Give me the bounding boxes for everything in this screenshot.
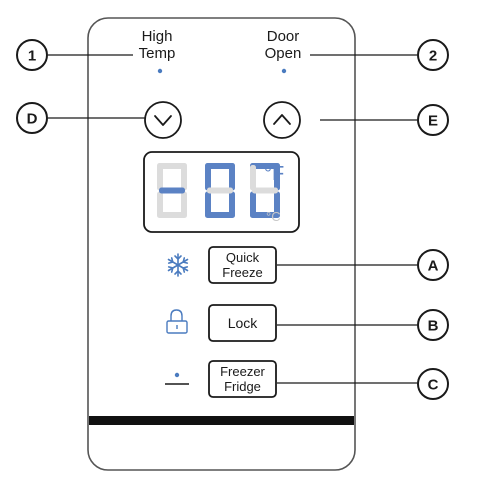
callout-label-a: A <box>428 258 439 275</box>
display-digit <box>250 163 280 218</box>
segment-e-on <box>250 191 256 216</box>
callout-e: E <box>417 104 449 136</box>
segment-c-on <box>229 191 235 216</box>
callout-label-d: D <box>27 111 38 128</box>
quick-freeze-label-line1: Quick <box>226 250 260 265</box>
callout-1: 1 <box>16 39 48 71</box>
lock-button[interactable]: Lock <box>208 304 277 342</box>
door-open-led-icon <box>281 68 287 74</box>
up-button[interactable] <box>263 101 301 139</box>
segment-b-on <box>274 165 280 191</box>
callout-2: 2 <box>417 39 449 71</box>
high-temp-label-line1: High <box>142 28 173 45</box>
callout-label-e: E <box>428 113 438 130</box>
down-button[interactable] <box>144 101 182 139</box>
segment-d-on <box>205 212 235 218</box>
panel-divider-bar <box>89 416 354 425</box>
lock-icon <box>166 309 188 334</box>
segment-f-off <box>157 165 163 191</box>
segment-f-off <box>250 165 256 191</box>
segment-a-off <box>157 163 187 169</box>
segment-e-on <box>205 191 211 216</box>
quick-freeze-button[interactable]: Quick Freeze <box>208 246 277 284</box>
segment-b-off <box>181 165 187 191</box>
callout-label-b: B <box>428 318 439 335</box>
callout-c: C <box>417 368 449 400</box>
segment-b-on <box>229 165 235 191</box>
callout-d: D <box>16 102 48 134</box>
display-digit <box>205 163 235 218</box>
callout-b: B <box>417 309 449 341</box>
high-temp-led-icon <box>157 68 163 74</box>
door-open-label-line1: Door <box>267 28 300 45</box>
segment-c-on <box>274 191 280 216</box>
callout-label-2: 2 <box>429 48 437 65</box>
display-digits <box>157 163 280 218</box>
freezer-fridge-label-line1: Freezer <box>220 364 265 379</box>
callout-label-c: C <box>428 377 439 394</box>
unit-fahrenheit: °F <box>264 163 284 185</box>
display-digit <box>157 163 187 218</box>
control-panel <box>87 17 356 471</box>
segment-g-on <box>159 187 185 194</box>
door-open-label-line2: Open <box>265 45 302 62</box>
freezer-fridge-button[interactable]: Freezer Fridge <box>208 360 277 398</box>
segment-g-off <box>207 187 233 194</box>
segment-d-off <box>157 212 187 218</box>
chevron-up-icon <box>273 114 291 125</box>
indicator-dot-icon <box>165 372 189 385</box>
segment-f-on <box>205 165 211 191</box>
chevron-down-icon <box>154 115 172 126</box>
segment-c-off <box>181 191 187 216</box>
segment-d-on <box>250 212 280 218</box>
segment-a-on <box>250 163 280 169</box>
lock-label: Lock <box>228 315 259 331</box>
snowflake-icon <box>167 253 189 277</box>
segment-a-on <box>205 163 235 169</box>
segment-g-off <box>252 187 278 194</box>
quick-freeze-label-line2: Freeze <box>222 265 262 280</box>
temperature-display: °F °C <box>143 151 300 233</box>
door-open-indicator: Door Open <box>265 28 302 74</box>
segment-e-off <box>157 191 163 216</box>
callout-label-1: 1 <box>28 48 36 65</box>
unit-celsius: °C <box>266 209 281 224</box>
high-temp-label-line2: Temp <box>139 45 176 62</box>
callout-a: A <box>417 249 449 281</box>
high-temp-indicator: High Temp <box>139 28 176 74</box>
freezer-fridge-label-line2: Fridge <box>224 379 261 394</box>
